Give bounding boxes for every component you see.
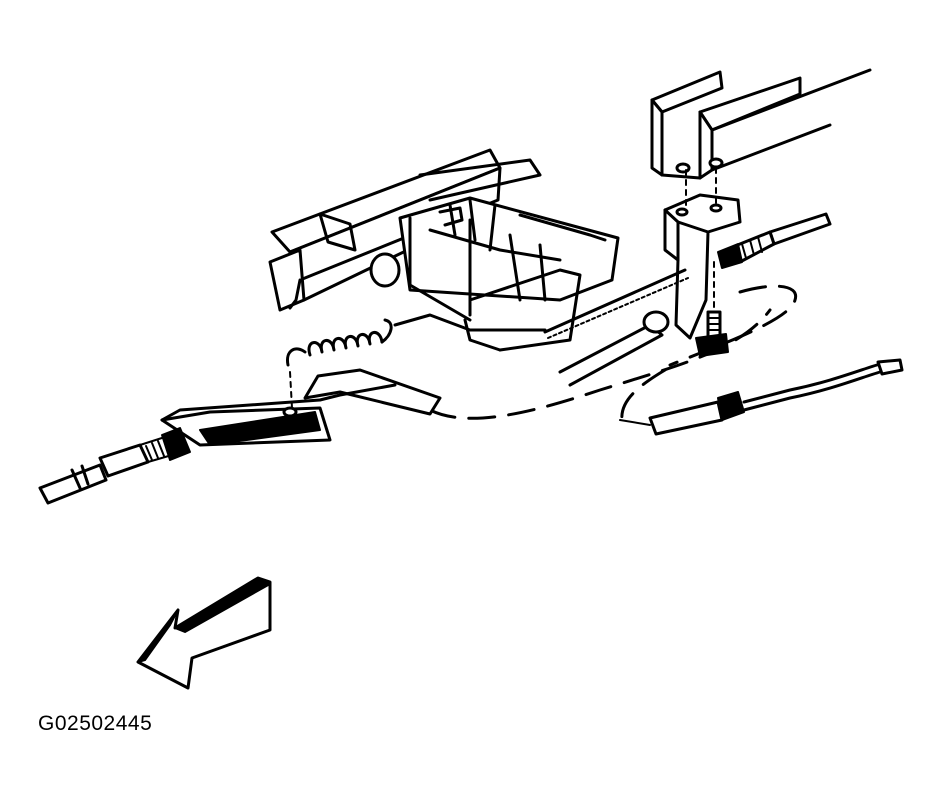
frame-rail-right <box>650 68 872 180</box>
cable-sleeve <box>303 368 442 416</box>
front-direction-arrow-icon <box>136 576 272 690</box>
intermediate-cable <box>393 268 689 387</box>
equalizer-bracket <box>160 383 397 447</box>
rear-cable-upper <box>717 212 832 269</box>
front-cable <box>38 427 191 505</box>
frame-rail-left <box>268 148 542 312</box>
figure-code-label: G02502445 <box>38 712 153 735</box>
cable-routing-path <box>428 284 798 422</box>
crossmember <box>369 196 620 352</box>
rear-cable-lower <box>619 358 904 436</box>
cable-mount-bracket <box>663 167 742 340</box>
